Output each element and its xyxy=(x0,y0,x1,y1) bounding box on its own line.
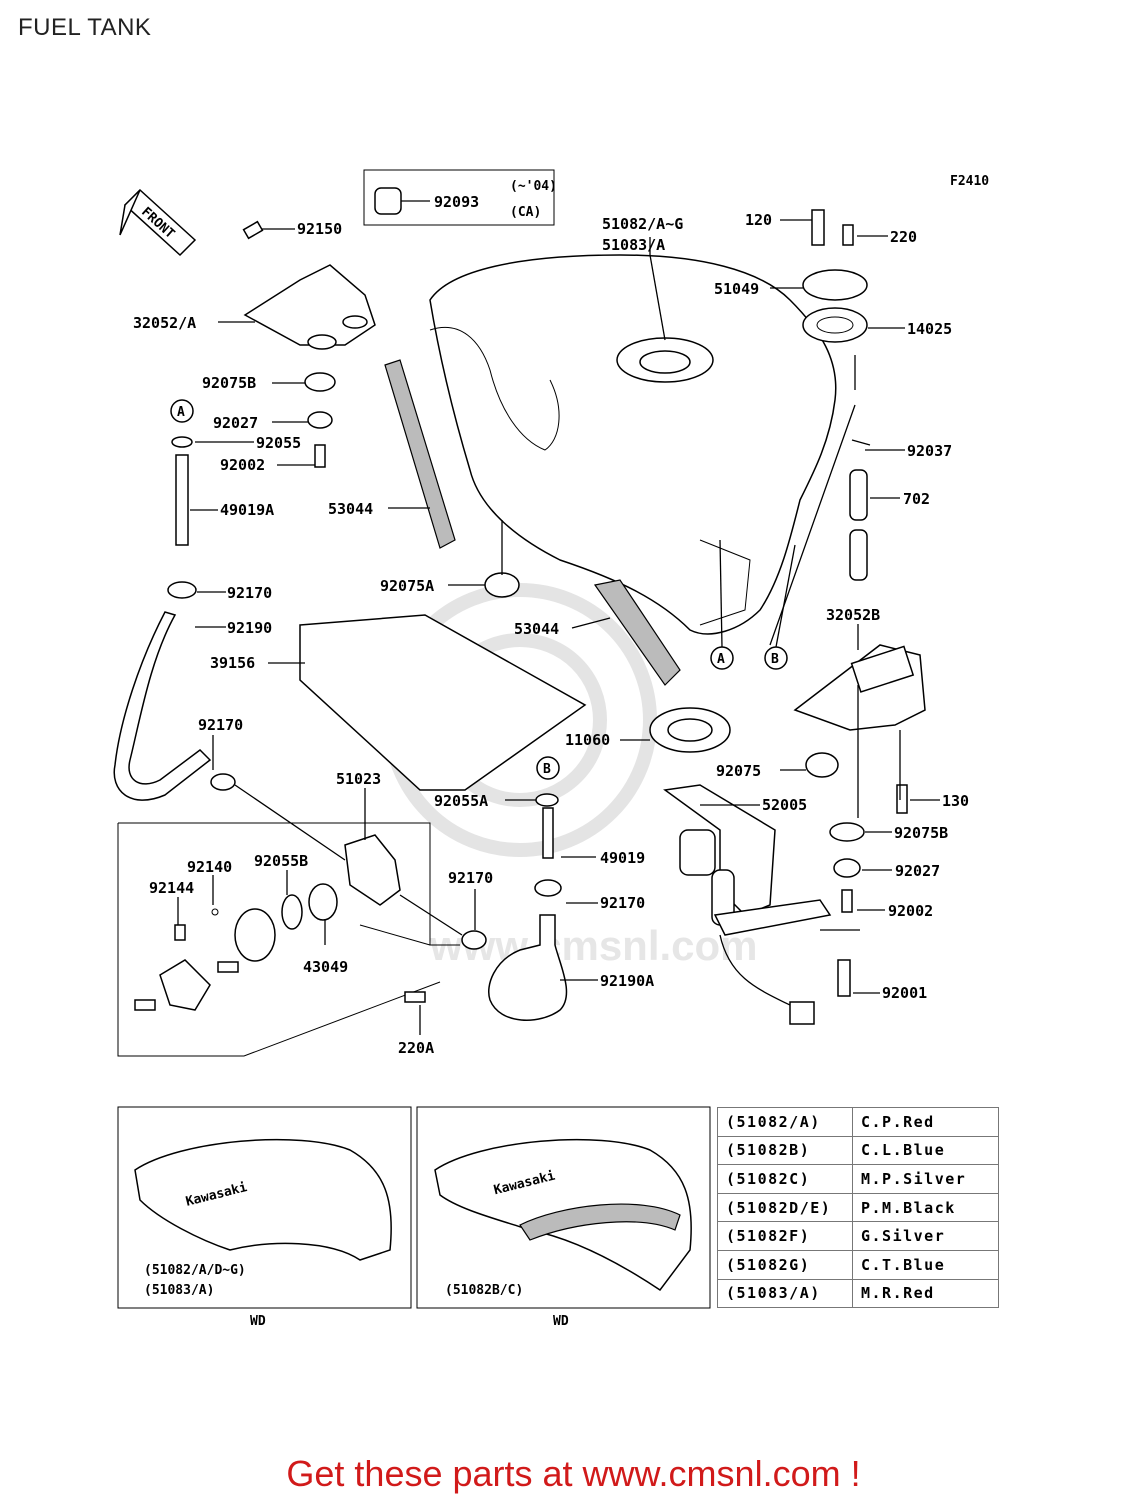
table-row: (51082D/E)P.M.Black xyxy=(717,1192,999,1223)
part-label: 92190A xyxy=(600,972,654,990)
variant-tag: WD xyxy=(553,1314,569,1329)
part-label: 220A xyxy=(398,1039,434,1057)
grommets xyxy=(304,372,908,997)
part-label: 92170 xyxy=(448,869,493,887)
note-years: (~'04) xyxy=(510,179,557,194)
part-label: 49019 xyxy=(600,849,645,867)
callout-a: A xyxy=(177,405,185,420)
figure-code: F2410 xyxy=(950,174,989,189)
part-label: 92190 xyxy=(227,619,272,637)
part-label: 39156 xyxy=(210,654,255,672)
note-part: 92093 xyxy=(434,193,479,211)
part-label: 52005 xyxy=(762,796,807,814)
rubber-strip xyxy=(384,359,456,549)
part-label: 92027 xyxy=(213,414,258,432)
note-box: 92093 (~'04) (CA) xyxy=(363,169,557,226)
part-label: 53044 xyxy=(514,620,559,638)
part-label: 702 xyxy=(903,490,930,508)
table-row: (51082/A)C.P.Red xyxy=(717,1107,999,1137)
part-label: 92002 xyxy=(220,456,265,474)
part-label: 53044 xyxy=(328,500,373,518)
part-label: 92075 xyxy=(716,762,761,780)
part-label: 92170 xyxy=(600,894,645,912)
part-label: 51082/A~G xyxy=(602,215,683,233)
part-label: 120 xyxy=(745,211,772,229)
gasket xyxy=(649,707,731,753)
page-title: FUEL TANK xyxy=(18,14,152,41)
part-label: 220 xyxy=(890,228,917,246)
part-label: 92170 xyxy=(198,716,243,734)
hose-right: B xyxy=(210,756,568,1021)
pad xyxy=(299,614,587,791)
table-row: (51082F)G.Silver xyxy=(717,1221,999,1251)
tank-callouts: A B xyxy=(710,355,856,670)
part-label: 92140 xyxy=(187,858,232,876)
part-label: 92027 xyxy=(895,862,940,880)
svg-text:B: B xyxy=(771,652,779,667)
variant-label: (51082/A/D~G) xyxy=(144,1263,246,1278)
part-label: 92150 xyxy=(297,220,342,238)
breather-pipe xyxy=(849,439,871,581)
part-label: 92001 xyxy=(882,984,927,1002)
part-label: 130 xyxy=(942,792,969,810)
color-table: (51082/A)C.P.Red (51082B)C.L.Blue (51082… xyxy=(717,1107,999,1309)
table-row: (51083/A)M.R.Red xyxy=(717,1278,999,1309)
part-label: 43049 xyxy=(303,958,348,976)
part-label: 92144 xyxy=(149,879,194,897)
part-label: 92002 xyxy=(888,902,933,920)
part-label: 51023 xyxy=(336,770,381,788)
table-row: (51082G)C.T.Blue xyxy=(717,1249,999,1280)
variant-tag: WD xyxy=(250,1314,266,1329)
fuel-pump xyxy=(663,784,832,1025)
part-label: 92055B xyxy=(254,852,308,870)
part-label: 51083/A xyxy=(602,236,665,254)
part-label: 32052/A xyxy=(133,314,196,332)
part-label: 32052B xyxy=(826,606,880,624)
note-region: (CA) xyxy=(510,205,541,220)
footer-link[interactable]: Get these parts at www.cmsnl.com ! xyxy=(286,1453,861,1494)
part-label: 51049 xyxy=(714,280,759,298)
callout-b: B xyxy=(543,762,551,777)
bracket-front xyxy=(242,220,376,350)
tap-assembly xyxy=(117,822,460,1057)
hose-left: A xyxy=(113,399,212,801)
front-arrow-icon: FRONT xyxy=(119,188,197,257)
table-row: (51082B)C.L.Blue xyxy=(717,1135,999,1166)
variant-panel-1: Kawasaki (51082/A/D~G) (51083/A) WD xyxy=(117,1106,412,1329)
part-label: 92075B xyxy=(202,374,256,392)
variant-label: (51082B/C) xyxy=(445,1283,523,1298)
leader-lines xyxy=(177,219,940,1035)
part-label: 49019A xyxy=(220,501,274,519)
part-label: 92055 xyxy=(256,434,301,452)
part-label: 14025 xyxy=(907,320,952,338)
variant-panel-2: Kawasaki (51082B/C) WD xyxy=(416,1106,711,1329)
part-label: 11060 xyxy=(565,731,610,749)
bracket-rear xyxy=(793,644,926,731)
part-label: 92075B xyxy=(894,824,948,842)
table-row: (51082C)M.P.Silver xyxy=(717,1164,999,1194)
part-label: 92075A xyxy=(380,577,434,595)
fuel-cap xyxy=(802,209,868,343)
variant-label: (51083/A) xyxy=(144,1283,214,1298)
part-labels: 92150 32052/A 92075B 92027 92055 92002 4… xyxy=(133,211,969,1057)
part-label: 92037 xyxy=(907,442,952,460)
part-label: 92055A xyxy=(434,792,488,810)
fuel-tank xyxy=(429,254,837,686)
part-label: 92170 xyxy=(227,584,272,602)
svg-text:A: A xyxy=(717,652,725,667)
